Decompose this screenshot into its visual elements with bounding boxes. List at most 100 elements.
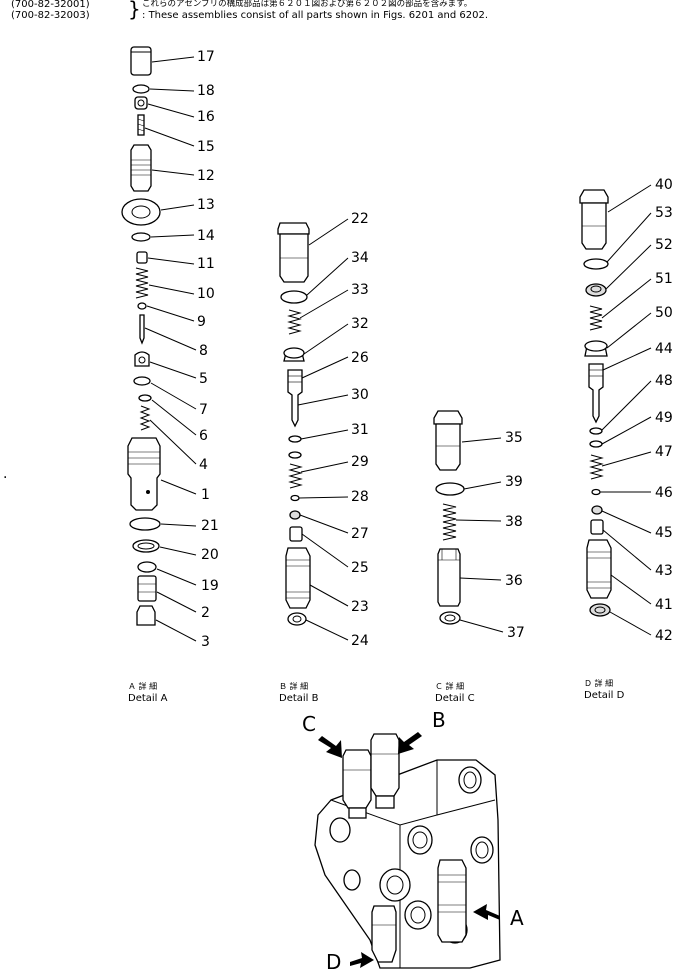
part-13 xyxy=(121,198,161,226)
detail-c-en: Detail C xyxy=(435,693,475,704)
part-4 xyxy=(139,405,151,431)
callout-d-13: 42 xyxy=(655,628,673,644)
part-48 xyxy=(589,427,603,435)
part-1 xyxy=(127,437,161,511)
assembly-label-d: D xyxy=(326,950,342,974)
callout-a-18: 19 xyxy=(201,578,219,594)
part-43 xyxy=(590,519,604,535)
part-11 xyxy=(136,251,148,264)
callout-a-12: 7 xyxy=(199,402,208,418)
note-english: : These assemblies consist of all parts … xyxy=(142,10,489,21)
callout-c-3: 36 xyxy=(505,573,523,589)
callout-b-3: 32 xyxy=(351,316,369,332)
callout-c-1: 39 xyxy=(505,474,523,490)
note-english-text: These assemblies consist of all parts sh… xyxy=(148,10,489,21)
part-19 xyxy=(137,561,157,573)
part-38 xyxy=(442,503,457,541)
part-23 xyxy=(285,547,311,609)
detail-c-parts xyxy=(433,410,504,633)
detail-b-caption: Ｂ 詳 細 Detail B xyxy=(279,681,319,705)
callout-a-19: 2 xyxy=(201,605,210,621)
detail-a-en: Detail A xyxy=(128,693,168,704)
part-14 xyxy=(131,232,151,242)
part-16 xyxy=(134,96,148,110)
part-22 xyxy=(277,222,310,235)
part-26 xyxy=(287,369,303,428)
part-6 xyxy=(138,394,152,402)
callout-dot: · xyxy=(3,470,7,486)
detail-a-parts xyxy=(121,46,197,642)
detail-d-en: Detail D xyxy=(584,690,625,701)
callout-a-15: 1 xyxy=(201,487,210,503)
part-41 xyxy=(586,539,612,599)
part-25 xyxy=(289,526,303,542)
callout-d-11: 43 xyxy=(655,563,673,579)
part-46 xyxy=(591,488,601,496)
callout-d-9: 46 xyxy=(655,485,673,501)
callout-d-12: 41 xyxy=(655,597,673,613)
callout-c-0: 35 xyxy=(505,430,523,446)
callout-a-0: 17 xyxy=(197,49,215,65)
part-8 xyxy=(139,314,145,345)
assembly-label-c: C xyxy=(302,712,316,736)
part-31 xyxy=(288,451,302,459)
callout-a-10: 8 xyxy=(199,343,208,359)
part-49 xyxy=(589,440,603,448)
detail-a-caption: Ａ 詳 細 Detail A xyxy=(128,681,167,705)
callout-b-10: 25 xyxy=(351,560,369,576)
part-30 xyxy=(288,435,302,443)
callout-d-1: 53 xyxy=(655,205,673,221)
detail-c-jp: Ｃ 詳 細 xyxy=(435,682,465,691)
part-40 xyxy=(579,189,609,204)
callout-a-9: 9 xyxy=(197,314,206,330)
part-51 xyxy=(589,305,603,331)
part-53 xyxy=(583,258,609,270)
valve-assembly xyxy=(314,732,501,969)
assembly-label-a: A xyxy=(510,906,524,930)
callout-b-5: 30 xyxy=(351,387,369,403)
callout-c-2: 38 xyxy=(505,514,523,530)
brace: } xyxy=(128,0,141,21)
detail-c-caption: Ｃ 詳 細 Detail C xyxy=(435,681,475,705)
part-24 xyxy=(287,612,307,626)
part-35 xyxy=(433,410,463,425)
part-18 xyxy=(132,84,150,94)
part-27 xyxy=(289,510,301,520)
detail-d-caption: Ｄ 詳 細 Detail D xyxy=(584,678,624,702)
part-12 xyxy=(130,144,152,192)
part-7 xyxy=(133,376,151,386)
part-28 xyxy=(290,494,300,502)
part-37 xyxy=(439,611,461,625)
part-21 xyxy=(129,517,161,531)
callout-d-10: 45 xyxy=(655,525,673,541)
arrow-a-icon xyxy=(473,904,500,920)
callout-b-8: 28 xyxy=(351,489,369,505)
detail-b-parts xyxy=(277,218,349,641)
part-5 xyxy=(134,351,150,367)
part-42 xyxy=(589,603,611,617)
detail-a-jp: Ａ 詳 細 xyxy=(128,682,158,691)
part-47 xyxy=(589,454,604,480)
callout-a-8: 10 xyxy=(197,286,215,302)
callout-d-0: 40 xyxy=(655,177,673,193)
part-2 xyxy=(137,575,157,602)
callout-a-7: 11 xyxy=(197,256,215,272)
callout-b-4: 26 xyxy=(351,350,369,366)
callout-a-2: 16 xyxy=(197,109,215,125)
arrow-d-icon xyxy=(350,952,374,968)
callout-a-5: 13 xyxy=(197,197,215,213)
part-3 xyxy=(136,605,156,626)
callout-d-3: 51 xyxy=(655,271,673,287)
callout-a-4: 12 xyxy=(197,168,215,184)
callout-d-8: 47 xyxy=(655,444,673,460)
callout-a-1: 18 xyxy=(197,83,215,99)
arrow-b-icon xyxy=(398,732,422,754)
callout-c-4: 37 xyxy=(507,625,525,641)
part-10 xyxy=(135,267,149,299)
callout-a-6: 14 xyxy=(197,228,215,244)
callout-a-16: 21 xyxy=(201,518,219,534)
callout-b-11: 23 xyxy=(351,599,369,615)
part-52 xyxy=(585,283,607,297)
callout-a-14: 4 xyxy=(199,457,208,473)
